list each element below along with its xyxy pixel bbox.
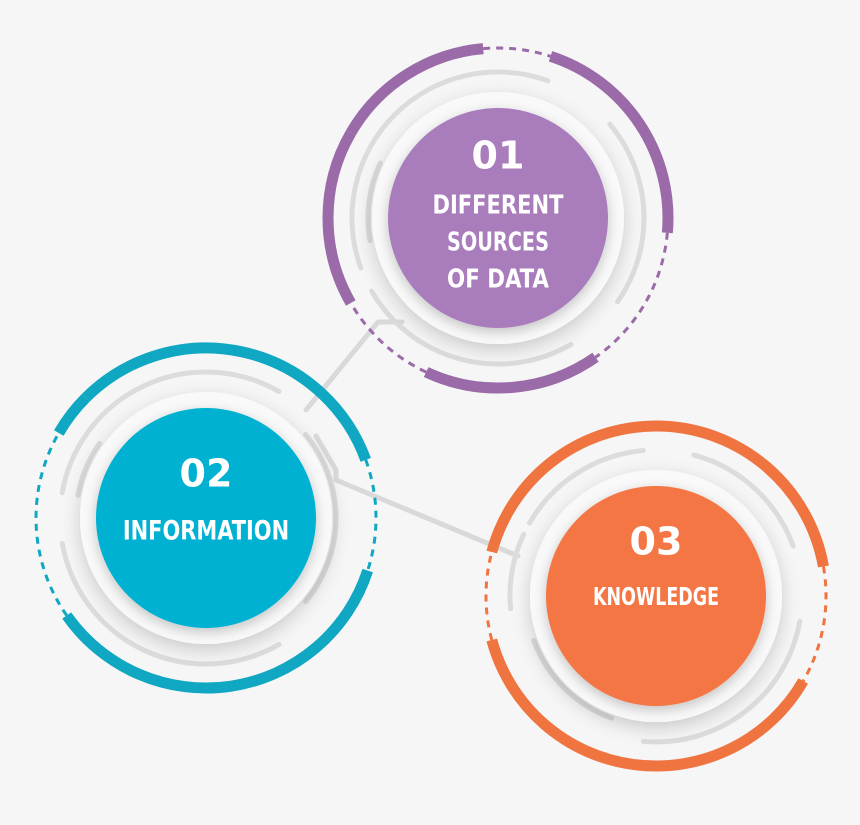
step-01-label-line-1: DIFFERENT: [432, 191, 563, 221]
step-node-01: 01 DIFFERENT SOURCES OF DATA: [322, 43, 674, 394]
step-01-light-arc-0: [349, 69, 551, 271]
step-02-outer-arc-1: [364, 459, 378, 571]
step-03-light-arc-1: [691, 452, 796, 549]
step-03-number: 03: [630, 520, 683, 564]
step-01-outer-arc-4: [423, 352, 599, 394]
step-node-02: 02 INFORMATION: [34, 342, 378, 694]
step-02-outer-arc-3: [34, 432, 68, 617]
step-03-light-arc-4: [507, 531, 527, 612]
step-03-outer-arc-3: [484, 551, 494, 641]
step-01-rings: [322, 43, 674, 394]
step-02-outer-arc-0: [81, 342, 371, 462]
step-01-outer-arc-6: [322, 130, 356, 306]
step-02-number: 02: [180, 452, 233, 496]
step-02-outer-arc-2: [62, 568, 373, 694]
step-03-disc: [546, 486, 766, 706]
step-01-light-arc-3: [365, 160, 383, 244]
step-03-light-arc-3: [531, 637, 615, 721]
step-01-number: 01: [472, 134, 525, 178]
step-03-light-arc-0: [527, 448, 646, 526]
step-03-light-arc-2: [640, 618, 803, 745]
step-01-label-line-2: SOURCES: [447, 228, 549, 258]
step-02-outer-arc-4: [54, 393, 90, 436]
step-01-light-arc-1: [607, 121, 647, 305]
step-01-outer-arc-0: [346, 43, 484, 136]
step-02-label-line-1: INFORMATION: [123, 516, 289, 547]
step-02-rings: [34, 342, 378, 694]
step-02-disc: [96, 408, 316, 628]
step-02-light-arc-0: [59, 369, 282, 496]
step-01-outer-arc-2: [548, 51, 674, 234]
connector-02-03: [313, 433, 521, 559]
step-01-label-line-3: OF DATA: [447, 265, 549, 295]
step-03-outer-arc-2: [486, 638, 808, 772]
step-02-light-arc-2: [59, 540, 282, 667]
step-02-light-arc-3: [75, 440, 103, 498]
step-01-outer-arc-1: [483, 46, 551, 58]
step-03-outer-arc-0: [486, 420, 829, 568]
step-01-outer-arc-5: [349, 302, 427, 374]
step-03-rings: [484, 420, 829, 772]
step-03-label-line-1: KNOWLEDGE: [593, 582, 719, 611]
step-node-03: 03 KNOWLEDGE: [484, 420, 829, 772]
step-03-outer-arc-1: [801, 566, 828, 682]
step-01-disc: [388, 108, 608, 328]
step-01-outer-arc-3: [594, 232, 669, 359]
step-02-light-arc-1: [303, 431, 339, 605]
step-01-light-arc-2: [369, 288, 574, 367]
